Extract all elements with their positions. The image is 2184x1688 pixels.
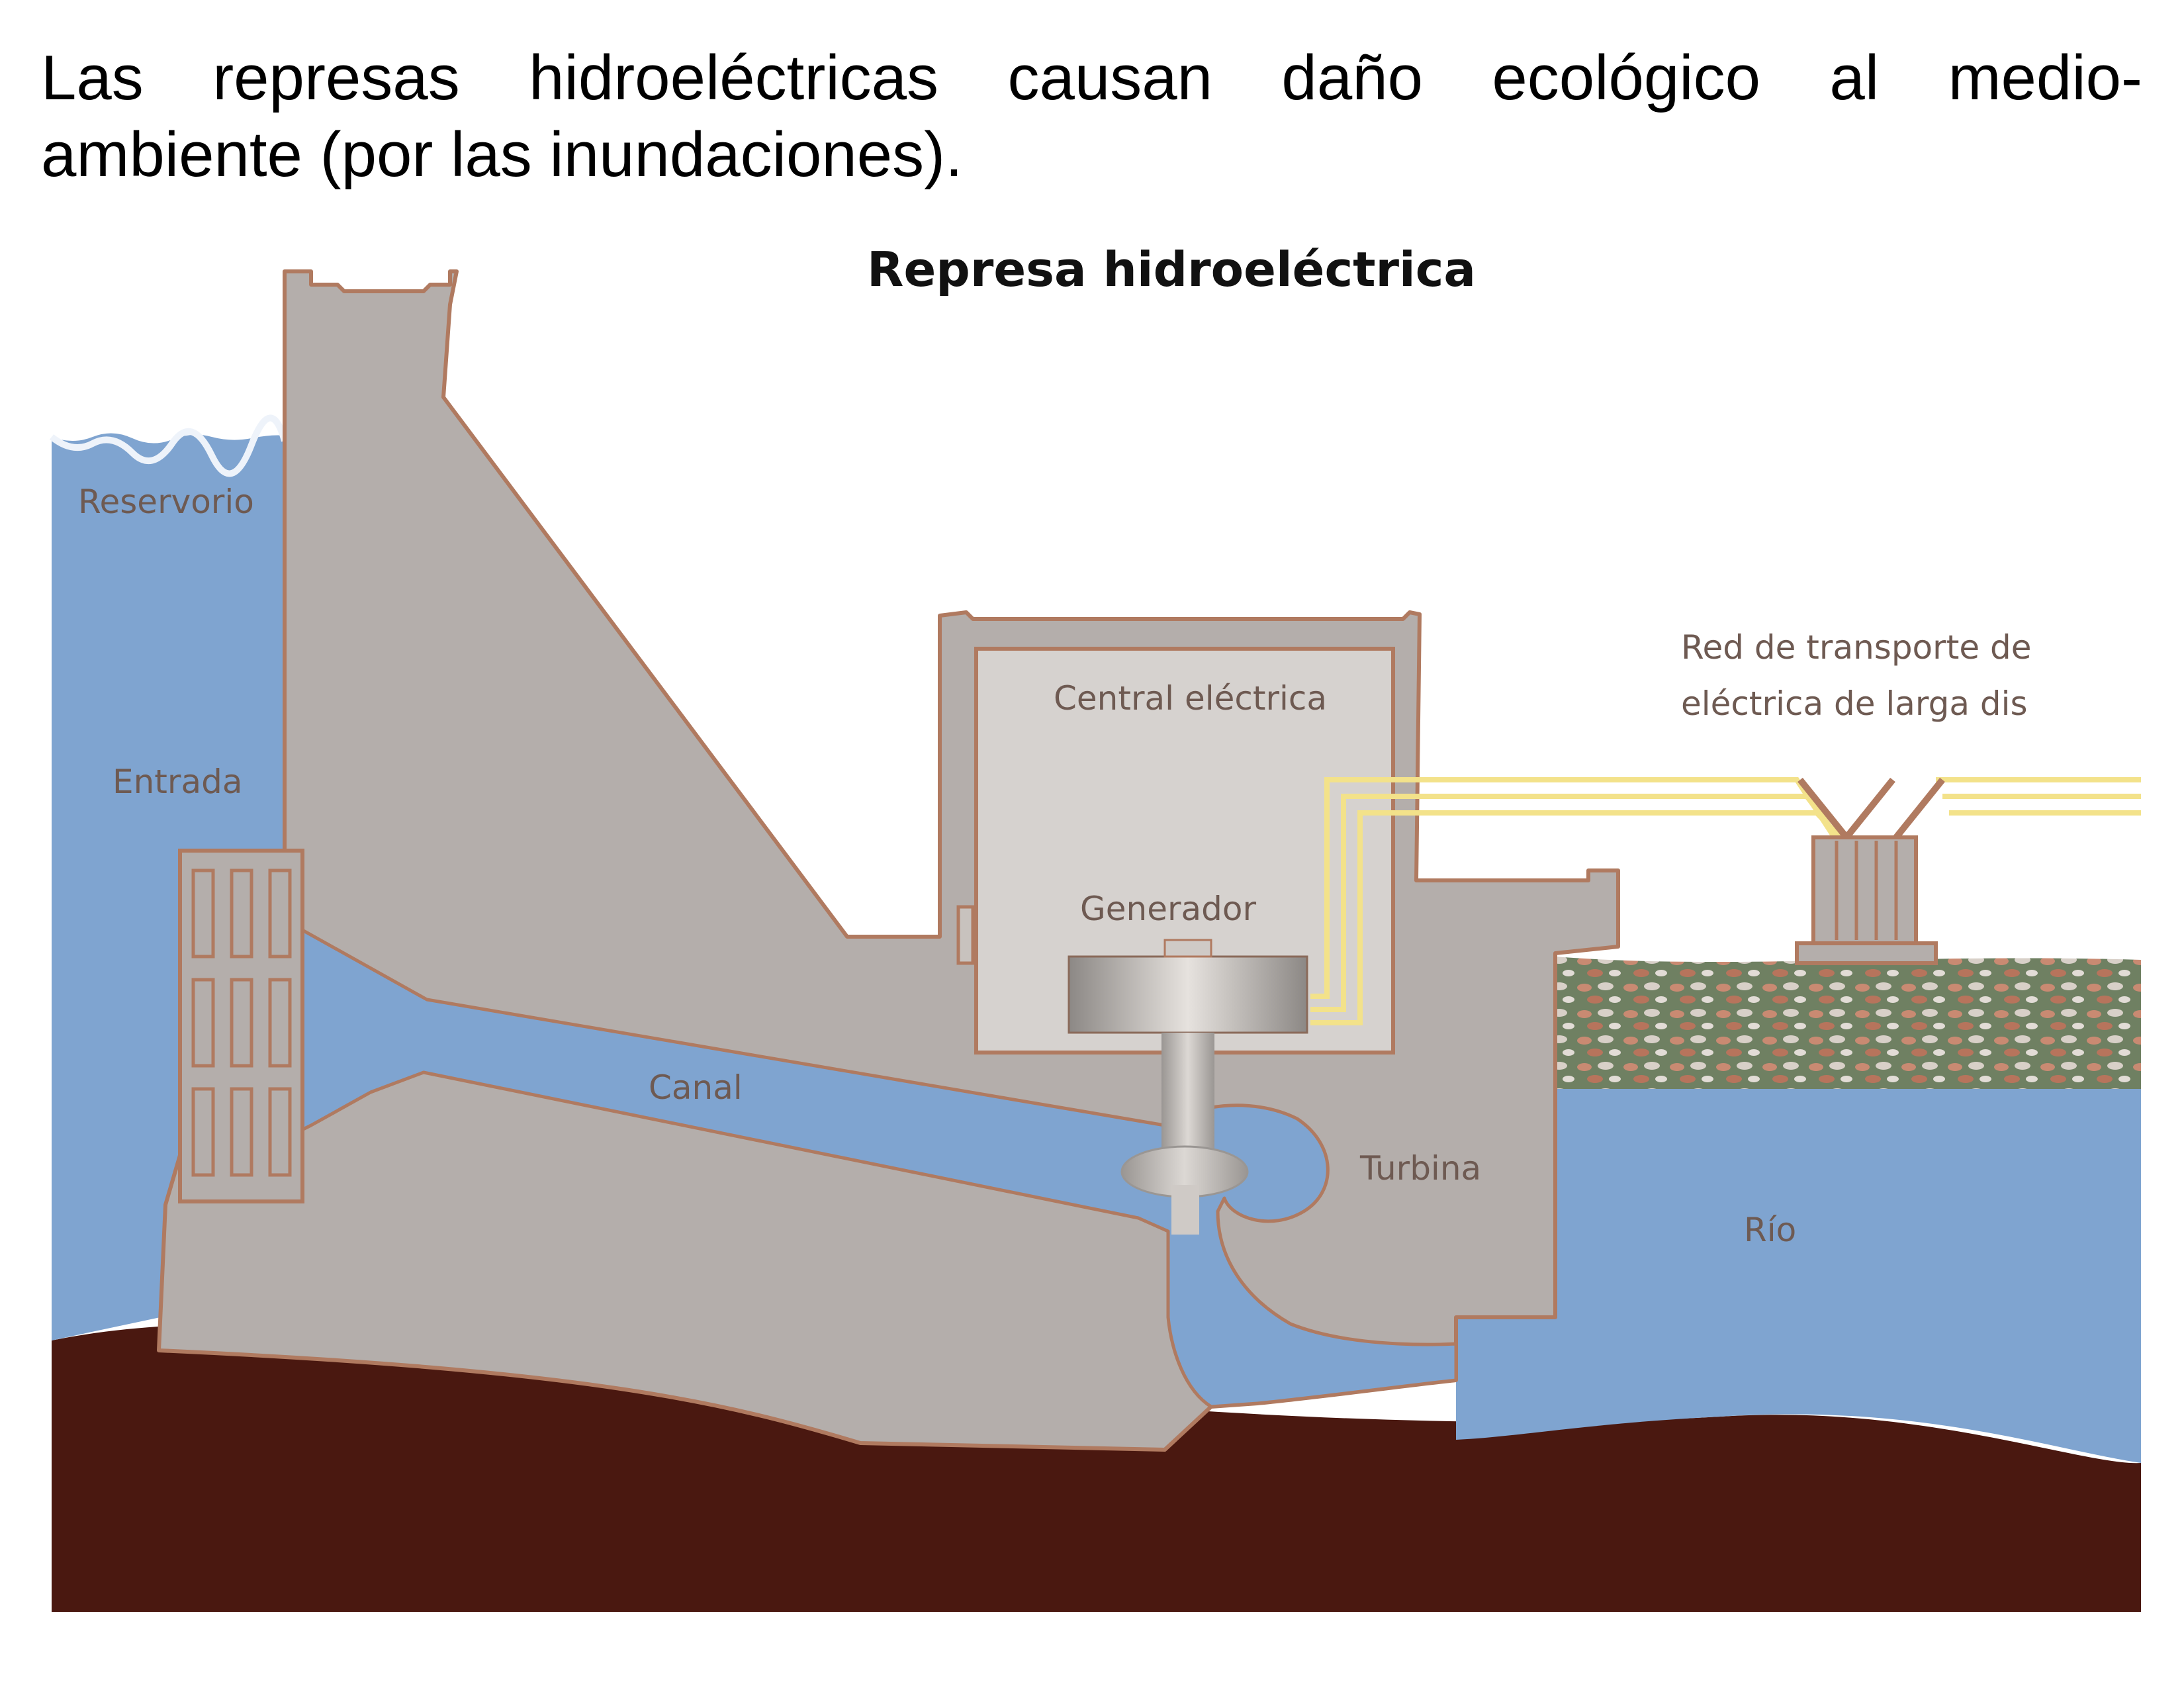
right-margin [2141,252,2184,1642]
intro-line-2: ambiente (por las inundaciones). [41,119,963,190]
label-intake: Entrada [113,763,242,801]
label-generator: Generador [1080,890,1256,928]
generator [1068,955,1308,1034]
intro-text: Las represas hidroeléctricas causan daño… [41,40,2142,193]
label-powerhouse: Central eléctrica [1054,679,1327,718]
dam-body [157,269,1620,1452]
intake-grate [178,849,304,1203]
label-reservoir: Reservorio [78,483,254,521]
penstock-water [283,918,1458,1409]
label-penstock: Canal [649,1068,743,1107]
diagram-title: Represa hidroeléctrica [867,242,1476,297]
power-lines [1310,777,2141,1025]
powerhouse-door [956,905,975,965]
intro-line-1: Las represas hidroeléctricas causan daño… [41,42,2142,113]
river-bank [1555,957,2141,1089]
river-water [1456,1086,2141,1463]
label-turbine: Turbina [1359,1149,1481,1188]
bottom-margin [0,1612,2184,1688]
transformer [1795,777,1945,965]
generator-cap [1163,939,1212,958]
reservoir-surface [49,414,288,477]
bedrock [52,1324,2141,1612]
label-power-lines-1: Red de transporte de [1681,628,2031,667]
label-power-lines-2: eléctrica de larga dis [1681,684,2028,723]
label-river: Río [1744,1211,1796,1249]
turbine-outlet [1171,1185,1199,1235]
